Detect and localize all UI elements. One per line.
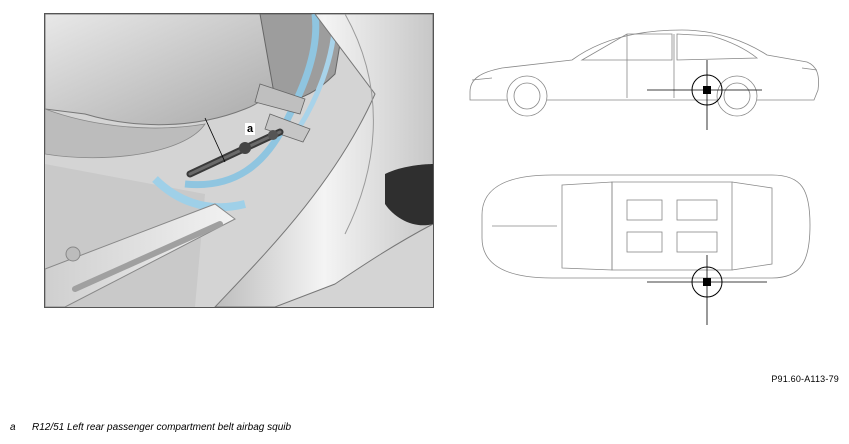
vehicle-side-view-diagram [462, 20, 832, 135]
legend-text: R12/51 Left rear passenger compartment b… [32, 422, 292, 433]
vehicle-interior-illustration [45, 14, 433, 307]
vehicle-top-view-diagram [462, 160, 832, 330]
legend-key: a [10, 422, 16, 433]
figure-reference: P91.60-A113-79 [771, 374, 839, 384]
component-photo: a [44, 13, 434, 308]
callout-a: a [245, 123, 256, 135]
legend-row: a R12/51 Left rear passenger compartment… [10, 422, 291, 433]
